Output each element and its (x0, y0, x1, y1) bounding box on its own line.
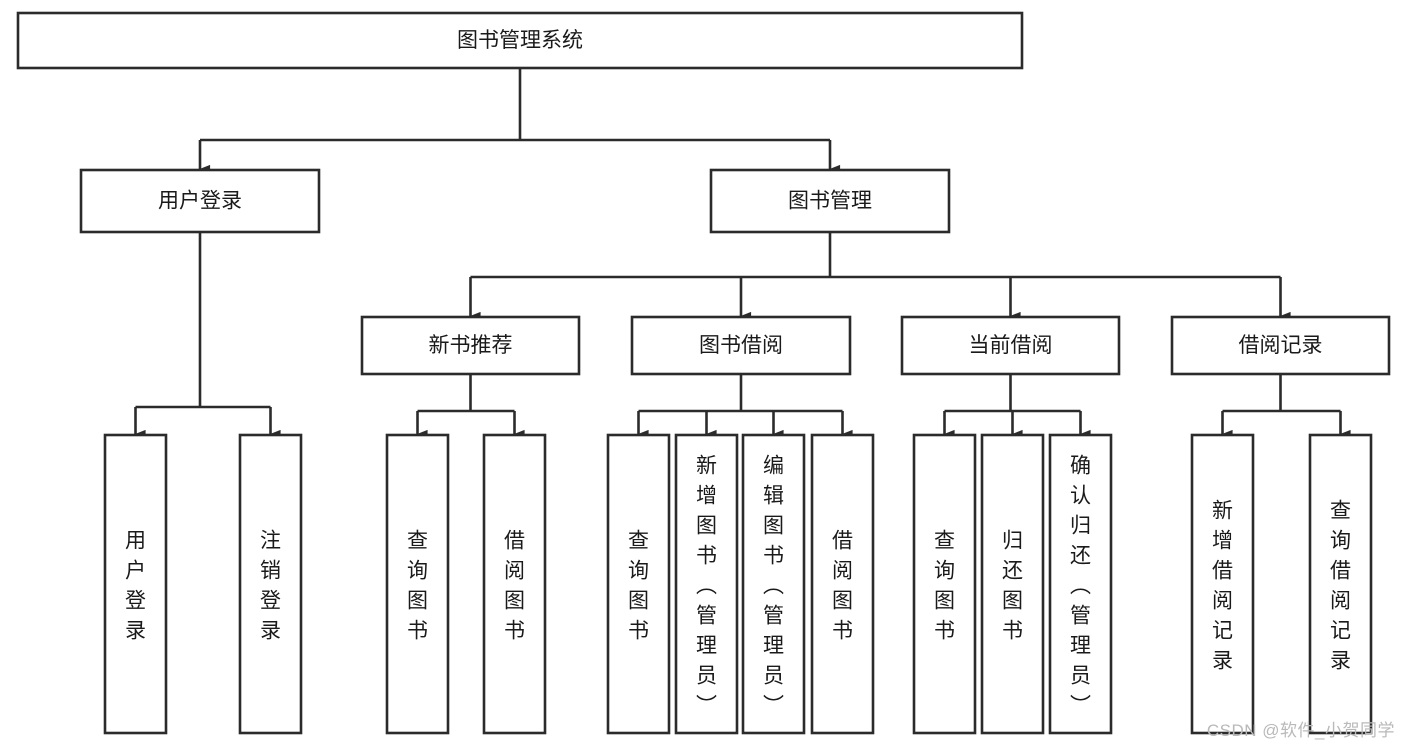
node-label-borrow-record: 借阅记录 (1239, 334, 1323, 357)
node-box-root[interactable] (16, 11, 1024, 70)
node-box-leaf-query-book-1[interactable] (385, 433, 450, 735)
node-root[interactable]: 图书管理系统 (16, 11, 1024, 70)
node-box-leaf-edit-book-admin[interactable] (741, 433, 806, 735)
node-label-leaf-borrow-book-2: 借阅图书 (832, 529, 853, 642)
node-new-book-recommend[interactable]: 新书推荐 (360, 315, 581, 376)
node-box-leaf-query-borrow-record[interactable] (1308, 433, 1373, 735)
node-layer: 图书管理系统用户登录图书管理新书推荐图书借阅当前借阅借阅记录用户登录注销登录查询… (16, 11, 1391, 735)
node-box-leaf-user-login[interactable] (103, 433, 168, 735)
node-book-borrow[interactable]: 图书借阅 (630, 315, 852, 376)
node-box-leaf-return-book[interactable] (980, 433, 1045, 735)
node-box-leaf-query-book-2[interactable] (606, 433, 671, 735)
node-label-book-manage: 图书管理 (788, 190, 872, 213)
node-box-book-manage[interactable] (709, 168, 951, 234)
node-user-login[interactable]: 用户登录 (79, 168, 321, 234)
node-box-leaf-add-book-admin[interactable] (674, 433, 739, 735)
node-label-book-borrow: 图书借阅 (699, 334, 783, 357)
node-current-borrow[interactable]: 当前借阅 (900, 315, 1121, 376)
node-leaf-user-login[interactable]: 用户登录 (103, 433, 168, 735)
node-box-leaf-borrow-book-1[interactable] (482, 433, 547, 735)
node-box-leaf-confirm-return-admin[interactable] (1048, 433, 1113, 735)
node-box-current-borrow[interactable] (900, 315, 1121, 376)
node-label-leaf-query-borrow-record: 查询借阅记录 (1330, 499, 1351, 672)
node-box-leaf-logout[interactable] (238, 433, 303, 735)
node-label-leaf-borrow-book-1: 借阅图书 (504, 529, 525, 642)
node-box-new-book-recommend[interactable] (360, 315, 581, 376)
node-box-leaf-borrow-book-2[interactable] (810, 433, 875, 735)
node-leaf-return-book[interactable]: 归还图书 (980, 433, 1045, 735)
node-leaf-edit-book-admin[interactable]: 编辑图书︵管理员︶ (741, 433, 806, 735)
node-box-book-borrow[interactable] (630, 315, 852, 376)
node-label-leaf-user-login: 用户登录 (125, 529, 146, 642)
node-label-leaf-add-book-admin: 新增图书︵管理员︶ (696, 454, 717, 717)
node-leaf-confirm-return-admin[interactable]: 确认归还︵管理员︶ (1048, 433, 1113, 735)
node-label-new-book-recommend: 新书推荐 (429, 334, 513, 357)
node-box-user-login[interactable] (79, 168, 321, 234)
csdn-watermark: CSDN @软件_小贺同学 (1206, 721, 1395, 740)
node-leaf-query-book-3[interactable]: 查询图书 (912, 433, 977, 735)
node-leaf-add-borrow-record[interactable]: 新增借阅记录 (1190, 433, 1255, 735)
node-label-leaf-query-book-3: 查询图书 (934, 529, 955, 642)
node-label-leaf-add-borrow-record: 新增借阅记录 (1212, 499, 1233, 672)
connector-layer (134, 68, 1351, 439)
node-box-leaf-add-borrow-record[interactable] (1190, 433, 1255, 735)
node-leaf-query-book-1[interactable]: 查询图书 (385, 433, 450, 735)
node-leaf-query-borrow-record[interactable]: 查询借阅记录 (1308, 433, 1373, 735)
node-box-borrow-record[interactable] (1170, 315, 1391, 376)
node-leaf-query-book-2[interactable]: 查询图书 (606, 433, 671, 735)
node-label-current-borrow: 当前借阅 (969, 334, 1053, 357)
node-label-leaf-return-book: 归还图书 (1002, 529, 1023, 642)
node-label-leaf-query-book-1: 查询图书 (407, 529, 428, 642)
node-label-root: 图书管理系统 (457, 29, 583, 52)
node-box-leaf-query-book-3[interactable] (912, 433, 977, 735)
node-label-leaf-confirm-return-admin: 确认归还︵管理员︶ (1070, 454, 1091, 717)
node-leaf-add-book-admin[interactable]: 新增图书︵管理员︶ (674, 433, 739, 735)
node-label-user-login: 用户登录 (158, 190, 242, 213)
node-leaf-borrow-book-2[interactable]: 借阅图书 (810, 433, 875, 735)
node-leaf-logout[interactable]: 注销登录 (238, 433, 303, 735)
node-label-leaf-logout: 注销登录 (260, 529, 281, 642)
node-book-manage[interactable]: 图书管理 (709, 168, 951, 234)
node-label-leaf-query-book-2: 查询图书 (628, 529, 649, 642)
node-label-leaf-edit-book-admin: 编辑图书︵管理员︶ (763, 454, 784, 717)
node-borrow-record[interactable]: 借阅记录 (1170, 315, 1391, 376)
node-leaf-borrow-book-1[interactable]: 借阅图书 (482, 433, 547, 735)
